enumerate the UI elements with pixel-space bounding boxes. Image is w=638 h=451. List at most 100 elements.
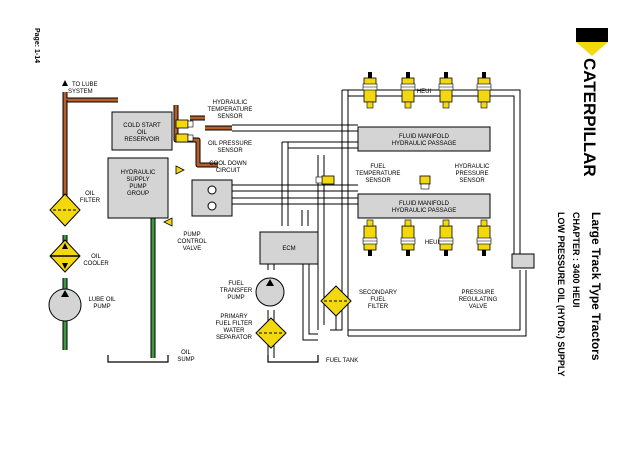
page-subtitle: LOW PRESSURE OIL (HYDR.) SUPPLY [556, 212, 566, 377]
oil-filter [49, 193, 81, 227]
fluid-manifold-bottom [357, 193, 491, 219]
heui-injectors-top [362, 72, 492, 109]
svg-text:HYDRAULIC PASSAGE: HYDRAULIC PASSAGE [392, 208, 457, 214]
label-oil-sump: OIL SUMP [177, 350, 194, 363]
svg-text:SENSOR: SENSOR [217, 114, 243, 120]
secondary-fuel-filter [320, 285, 352, 317]
svg-text:PRESSURE: PRESSURE [455, 171, 488, 177]
svg-text:FUEL FILTER: FUEL FILTER [215, 321, 253, 327]
valve-block-port-bottom [207, 201, 217, 211]
chapter-label: CHAPTER : 3400 HEUI [571, 212, 581, 308]
oil-sump [107, 355, 169, 363]
svg-text:PUMP: PUMP [129, 184, 146, 190]
oil-cooler [49, 239, 81, 273]
svg-text:FLUID MANIFOLD: FLUID MANIFOLD [399, 134, 450, 140]
label-ecm: ECM [282, 246, 295, 252]
label-hydraulic-pressure-sensor: HYDRAULIC PRESSURE SENSOR [455, 164, 490, 184]
label-hydraulic-supply-pump-group: HYDRAULIC SUPPLY PUMP GROUP [121, 170, 156, 197]
svg-text:CONTROL: CONTROL [177, 239, 207, 245]
label-pressure-regulating-valve: PRESSURE REGULATING VALVE [459, 290, 498, 310]
svg-text:SENSOR: SENSOR [365, 178, 391, 184]
label-fuel-tank: FUEL TANK [326, 358, 358, 364]
oil-pressure-sensor [175, 133, 194, 143]
svg-text:PUMP: PUMP [227, 295, 244, 301]
cat-logo: CATERPILLAR [576, 28, 608, 177]
svg-text:COOL DOWN: COOL DOWN [209, 161, 246, 167]
valve-block [191, 179, 233, 217]
fuel-tank [267, 355, 319, 363]
page-title: Large Track Type Tractors [589, 212, 603, 361]
heui-injector [400, 219, 416, 256]
svg-text:WATER: WATER [224, 328, 246, 334]
label-heui-top: HEUI [417, 89, 432, 95]
cool-down-circuit-valve [175, 165, 185, 175]
svg-text:PUMP: PUMP [93, 304, 110, 310]
label-oil-pressure-sensor: OIL PRESSURE SENSOR [208, 141, 252, 154]
svg-text:FUEL: FUEL [370, 164, 386, 170]
label-fuel-transfer-pump: FUEL TRANSFER PUMP [220, 281, 253, 301]
fuel-transfer-pump [255, 277, 285, 307]
svg-text:FILTER: FILTER [80, 198, 101, 204]
ecm [259, 231, 319, 265]
svg-text:SEPARATOR: SEPARATOR [216, 335, 253, 341]
label-cold-start-reservoir: COLD START OIL RESERVOIR [123, 123, 161, 143]
to-lube-arrow [62, 80, 68, 86]
heui-injector [438, 72, 454, 109]
label-oil-cooler: OIL COOLER [83, 254, 109, 267]
heui-injectors-bottom [362, 219, 492, 256]
hydraulic-temperature-sensor [175, 119, 194, 129]
label-pump-control-valve: PUMP CONTROL VALVE [177, 232, 207, 252]
heui-injector [476, 219, 492, 256]
heui-injector [362, 219, 378, 256]
fuel-lines [232, 89, 527, 358]
label-lube-oil-pump: LUBE OIL PUMP [88, 297, 116, 310]
svg-text:COLD START: COLD START [123, 123, 161, 129]
pump-control-valve [163, 217, 173, 227]
svg-text:RESERVOIR: RESERVOIR [124, 137, 160, 143]
brand-text: CATERPILLAR [580, 58, 599, 177]
heui-injector [438, 219, 454, 256]
svg-text:SUPPLY: SUPPLY [126, 177, 149, 183]
svg-text:SUMP: SUMP [177, 357, 194, 363]
svg-text:HYDRAULIC PASSAGE: HYDRAULIC PASSAGE [392, 141, 457, 147]
svg-text:FUEL: FUEL [228, 281, 244, 287]
svg-text:GROUP: GROUP [127, 191, 149, 197]
svg-text:HYDRAULIC: HYDRAULIC [121, 170, 156, 176]
hydraulic-pressure-sensor [419, 175, 431, 190]
svg-text:HYDRAULIC: HYDRAULIC [213, 100, 248, 106]
svg-text:OIL: OIL [91, 254, 101, 260]
fuel-temperature-sensor [315, 175, 335, 185]
svg-text:TEMPERATURE: TEMPERATURE [356, 171, 401, 177]
svg-text:PRIMARY: PRIMARY [220, 314, 247, 320]
label-heui-bottom: HEUI [425, 240, 440, 246]
svg-text:PUMP: PUMP [183, 232, 200, 238]
label-cool-down-circuit: COOL DOWN CIRCUIT [209, 161, 246, 174]
svg-text:SYSTEM: SYSTEM [68, 89, 93, 95]
valve-block-port-top [207, 185, 217, 195]
svg-text:REGULATING: REGULATING [459, 297, 498, 303]
svg-text:TO LUBE: TO LUBE [72, 82, 98, 88]
svg-text:OIL: OIL [85, 191, 95, 197]
svg-text:OIL: OIL [137, 130, 147, 136]
svg-text:OIL PRESSURE: OIL PRESSURE [208, 141, 252, 147]
svg-text:SENSOR: SENSOR [217, 148, 243, 154]
svg-text:SECONDARY: SECONDARY [359, 290, 397, 296]
svg-text:TEMPERATURE: TEMPERATURE [208, 107, 253, 113]
svg-text:SENSOR: SENSOR [459, 178, 485, 184]
lube-oil-pump [48, 288, 82, 322]
svg-text:VALVE: VALVE [469, 304, 487, 310]
cold-start-oil-reservoir [111, 111, 173, 151]
label-fuel-temperature-sensor: FUEL TEMPERATURE SENSOR [356, 164, 401, 184]
svg-text:COOLER: COOLER [83, 261, 109, 267]
page-number: Page: 1-14 [33, 28, 40, 63]
heui-injector [476, 72, 492, 109]
svg-text:OIL: OIL [181, 350, 191, 356]
heui-injector [400, 72, 416, 109]
svg-text:PRESSURE: PRESSURE [461, 290, 494, 296]
label-secondary-fuel-filter: SECONDARY FUEL FILTER [359, 290, 397, 310]
label-fluid-manifold-top: FLUID MANIFOLD HYDRAULIC PASSAGE [392, 134, 457, 147]
svg-text:LUBE OIL: LUBE OIL [88, 297, 116, 303]
primary-fuel-filter [255, 317, 287, 349]
